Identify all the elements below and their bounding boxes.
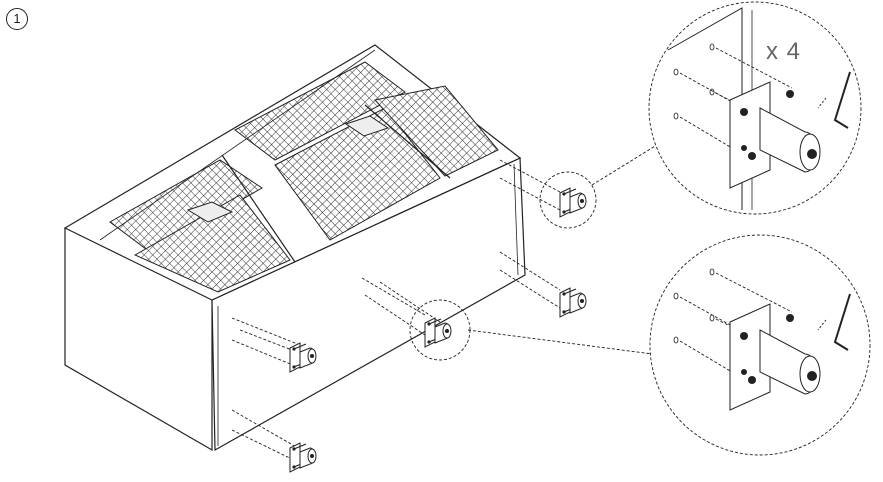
mesh-panels	[99, 49, 499, 293]
caster-wheel-icon	[289, 442, 317, 473]
cabinet-handles	[186, 115, 390, 223]
mesh-panel	[234, 61, 406, 161]
mesh-panel	[274, 107, 441, 241]
zoom-callout-bottom	[649, 234, 871, 456]
caster-wheel-icon	[559, 287, 587, 318]
caster-wheel-icon	[559, 187, 587, 218]
step-number-badge: 1	[6, 8, 28, 30]
mesh-panel	[109, 159, 263, 253]
quantity-label: x 4	[766, 38, 802, 65]
screw-icon	[740, 90, 794, 160]
mesh-panel	[374, 85, 499, 177]
handle	[186, 201, 234, 223]
zoom-callout-top	[648, 1, 862, 215]
focus-circle	[539, 171, 597, 229]
hex-key-icon	[833, 71, 851, 129]
hex-key-icon	[833, 293, 851, 351]
handle	[344, 115, 390, 137]
screw-icon	[740, 314, 794, 384]
screw-guides	[231, 159, 561, 463]
